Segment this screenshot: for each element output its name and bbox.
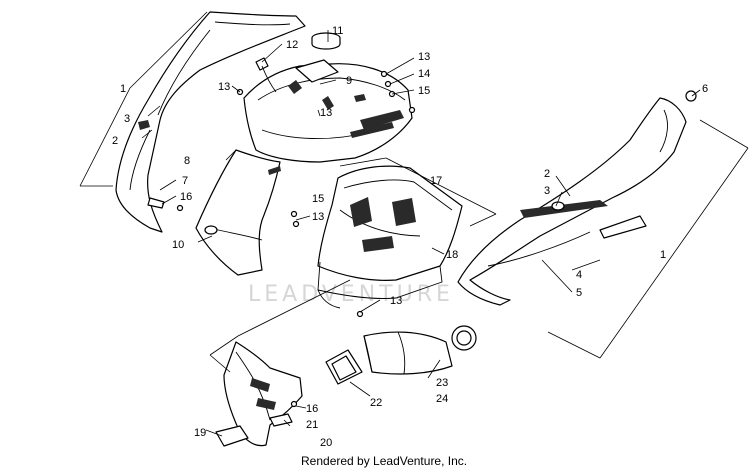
callout-21: 21 [306, 419, 318, 431]
air-duct [325, 325, 477, 385]
callout-17: 17 [430, 175, 442, 187]
callout-16-b: 16 [306, 403, 318, 415]
callout-14: 14 [418, 68, 430, 80]
callout-13-e: 13 [390, 295, 402, 307]
callout-2-left: 2 [112, 135, 118, 147]
callout-15-a: 15 [418, 85, 430, 97]
leader-lines [141, 30, 701, 437]
callout-19: 19 [194, 427, 206, 439]
callout-10: 10 [172, 239, 184, 251]
callout-13-b: 13 [320, 107, 332, 119]
callout-8: 8 [184, 155, 190, 167]
right-side-panel [457, 90, 697, 306]
lower-frame [215, 341, 303, 447]
callout-4: 4 [576, 269, 582, 281]
bracket-group-17 [339, 157, 497, 227]
front-hood [195, 57, 413, 276]
callout-24: 24 [436, 393, 448, 405]
callout-3-right: 3 [544, 185, 550, 197]
callout-7: 7 [182, 175, 188, 187]
callout-5: 5 [576, 287, 582, 299]
callout-1-right: 1 [660, 249, 666, 261]
callout-9: 9 [346, 75, 352, 87]
callout-22: 22 [370, 397, 382, 409]
callout-20: 20 [320, 437, 332, 449]
callout-13-d: 13 [312, 211, 324, 223]
callouts: 1 2 3 7 16 8 10 13 12 11 9 13 13 14 15 1… [112, 25, 708, 449]
callout-15-b: 15 [312, 193, 324, 205]
callout-23: 23 [436, 377, 448, 389]
callout-11: 11 [332, 25, 343, 37]
callout-16-a: 16 [180, 191, 192, 203]
callout-13-a: 13 [218, 81, 230, 93]
callout-18: 18 [446, 249, 458, 261]
storage-tray [317, 165, 463, 309]
bracket-group-1-left [79, 11, 208, 187]
callout-1-left: 1 [120, 83, 126, 95]
callout-6: 6 [702, 83, 708, 95]
credit-text: Rendered by LeadVenture, Inc. [301, 454, 467, 468]
watermark-text: LEADVENTURE [248, 282, 454, 307]
bracket-group-1-right [547, 119, 749, 359]
callout-12: 12 [286, 39, 298, 51]
bracket-group-20 [209, 279, 351, 373]
callout-3-left: 3 [124, 113, 130, 125]
fuel-cap [311, 32, 341, 50]
callout-13-c: 13 [418, 51, 430, 63]
callout-2-right: 2 [544, 168, 550, 180]
left-side-panel [115, 11, 306, 233]
